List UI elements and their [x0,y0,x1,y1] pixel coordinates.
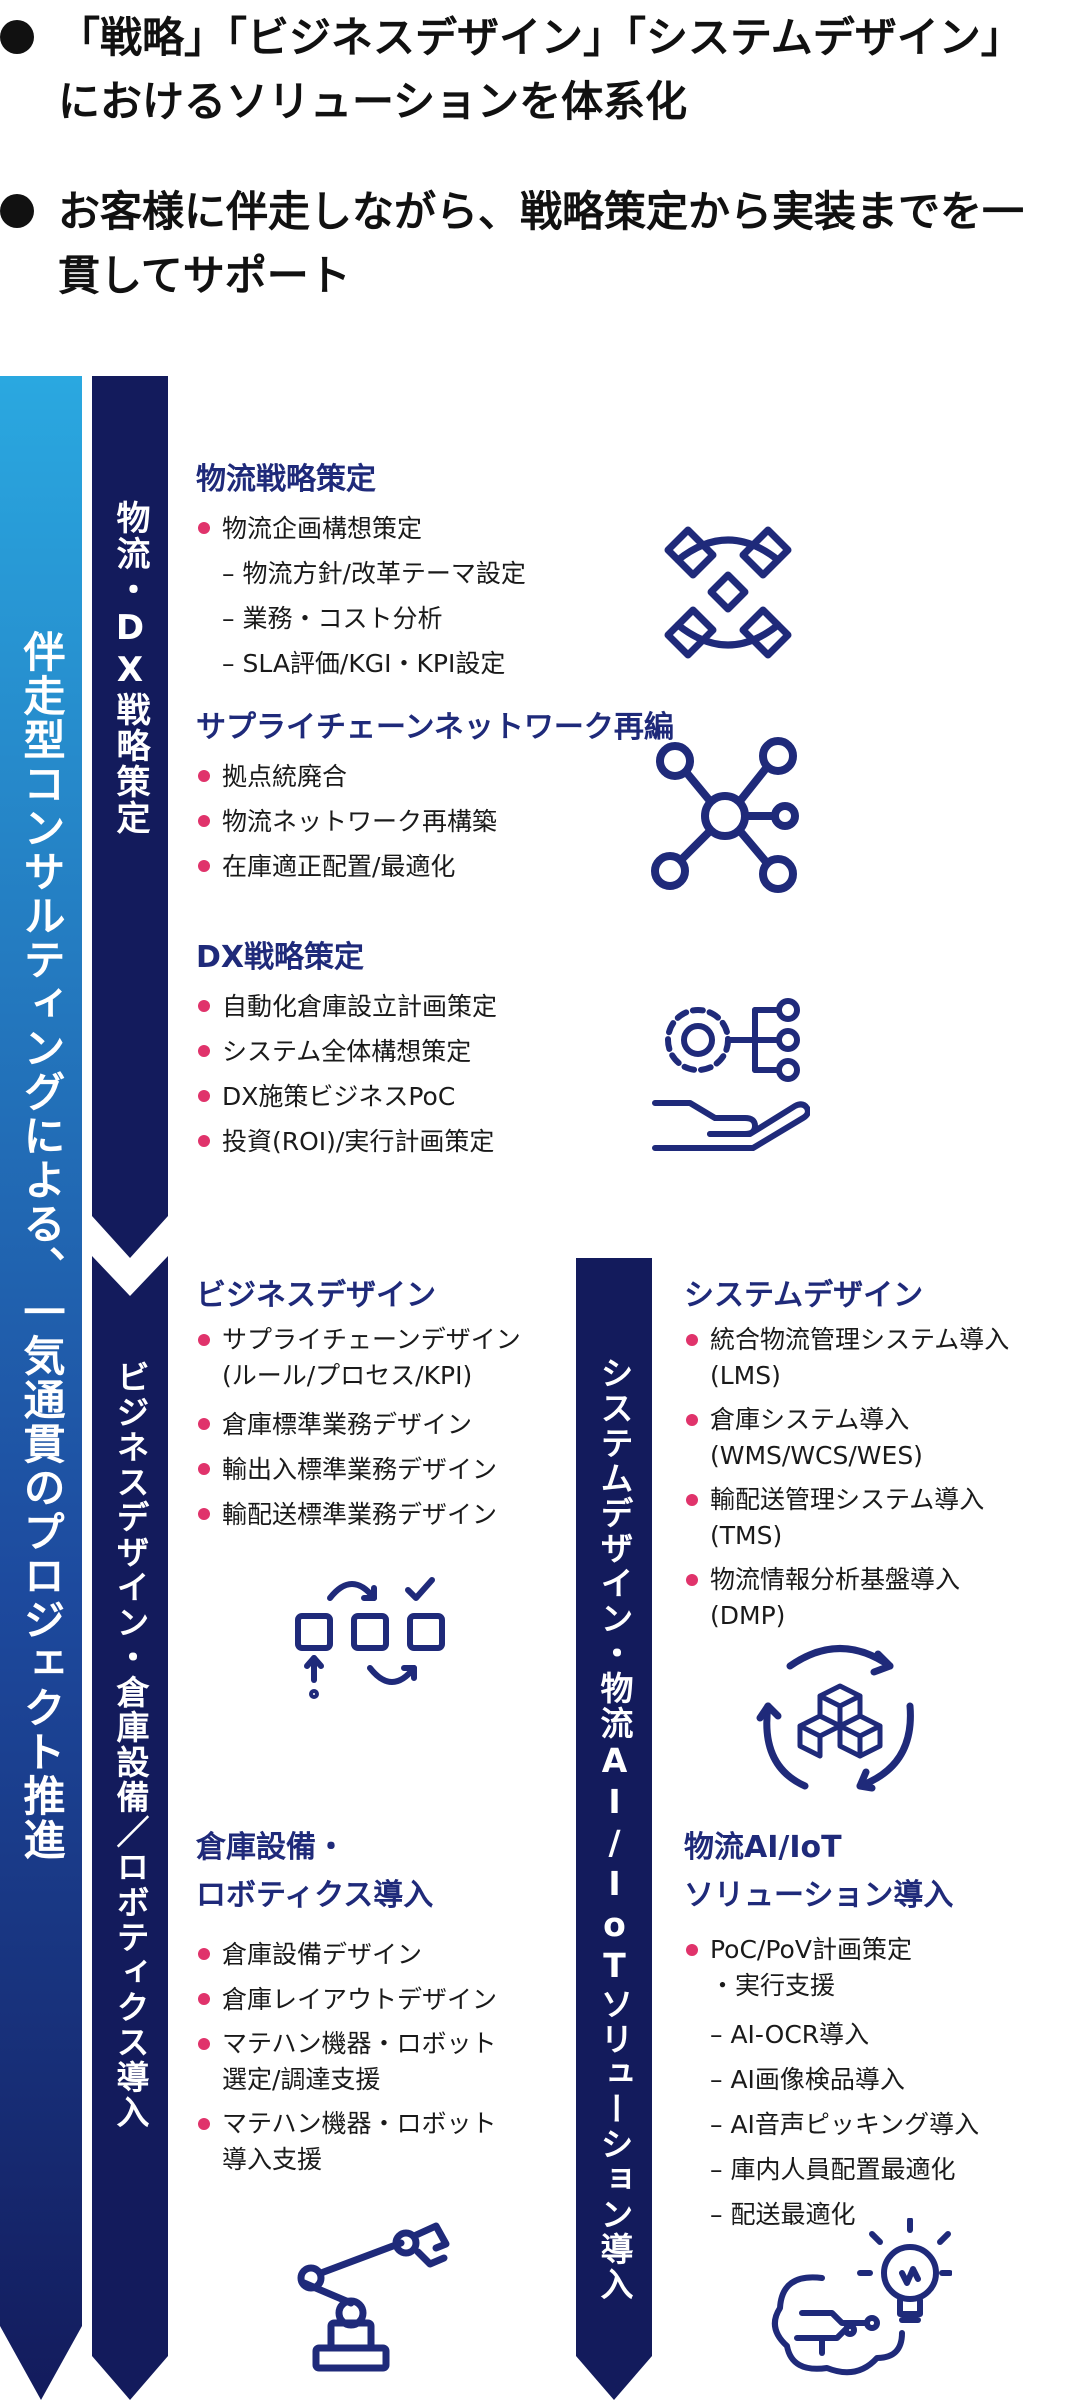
list-item: マテハン機器・ロボット 選定/調達支援 [196,2026,497,2098]
list-item-line: 倉庫システム導入 [710,1405,910,1434]
list-item-line: 選定/調達支援 [222,2065,381,2094]
intro-text-1: 「戦略」「ビジネスデザイン」「システムデザイン」におけるソリューションを体系化 [58,13,1023,126]
intro-text-2: お客様に伴走しながら、戦略策定から実装までを一貫してサポート [58,187,1025,300]
list-item: 自動化倉庫設立計画策定 [196,984,497,1029]
list-item: 輸配送標準業務デザイン [196,1492,521,1537]
list-item-line: マテハン機器・ロボット [222,2029,497,2058]
section-business-design: ビジネスデザイン サプライチェーンデザイン (ルール/プロセス/KPI) 倉庫標… [196,1274,521,1537]
section-title-line: ロボティクス導入 [196,1878,434,1913]
sub-item: – 業務・コスト分析 [222,604,443,633]
sub-item: – AI画像検品導入 [710,2065,905,2094]
section-supply-chain: サプライチェーンネットワーク再編 拠点統廃合 物流ネットワーク再構築 在庫適正配… [196,706,674,889]
list-item: 輸出入標準業務デザイン [196,1447,521,1492]
list-item-line: ・実行支援 [710,1971,836,2000]
list-item-line: (WMS/WCS/WES) [710,1441,923,1470]
section-title: ビジネスデザイン [196,1278,436,1313]
business-arrow [92,1256,168,2400]
list-item: 投資(ROI)/実行計画策定 [196,1119,497,1164]
list-item: 倉庫システム導入 (WMS/WCS/WES) [684,1402,1009,1474]
list-item: DX施策ビジネスPoC [196,1074,497,1119]
list-item-line: 統合物流管理システム導入 [710,1325,1010,1354]
bullet-dot [0,20,34,54]
list-item: 拠点統廃合 [196,754,674,799]
strategy-arrow-label: 物流・DX戦略策定 [110,500,150,836]
sub-item: – AI-OCR導入 [710,2020,870,2049]
section-title-line: ソリューション導入 [684,1878,954,1913]
section-warehouse-robotics: 倉庫設備・ ロボティクス導入 倉庫設備デザイン 倉庫レイアウトデザイン マテハン… [196,1826,497,2186]
list-item-line: サプライチェーンデザイン [222,1325,521,1354]
sub-item: – 物流方針/改革テーマ設定 [222,559,526,588]
list-item: サプライチェーンデザイン (ルール/プロセス/KPI) [196,1322,521,1394]
list-item-line: 輸配送管理システム導入 [710,1485,985,1514]
system-arrow-label: システムデザイン・物流AI/IoTソリューション導入 [595,1356,634,2302]
list-item: 統合物流管理システム導入 (LMS) [684,1322,1009,1394]
section-title-line: 倉庫設備・ [196,1830,346,1865]
intro-bullet-2: お客様に伴走しながら、戦略策定から実装までを一貫してサポート [0,180,1038,308]
intro-bullet-1: 「戦略」「ビジネスデザイン」「システムデザイン」におけるソリューションを体系化 [0,6,1038,134]
sub-item: – 庫内人員配置最適化 [710,2155,956,2184]
list-item: 輸配送管理システム導入 (TMS) [684,1482,1009,1554]
list-item-line: (TMS) [710,1521,783,1550]
business-arrow-label: ビジネスデザイン・倉庫設備／ロボティクス導入 [111,1360,150,2130]
brain-bulb-icon [771,2218,952,2376]
section-title: サプライチェーンネットワーク再編 [196,710,674,745]
section-logistics-strategy: 物流戦略策定 物流企画構想策定 – 物流方針/改革テーマ設定 – 業務・コスト分… [196,458,526,686]
list-item-line: (DMP) [710,1601,786,1630]
boxes-cycle-icon [756,1645,914,1792]
list-item: 倉庫レイアウトデザイン [196,1977,497,2022]
list-item-line: 導入支援 [222,2145,323,2174]
sub-item: – SLA評価/KGI・KPI設定 [222,649,506,678]
list-item: 倉庫標準業務デザイン [196,1402,521,1447]
section-title: システムデザイン [684,1278,924,1313]
list-item: 物流ネットワーク再構築 [196,799,674,844]
system-arrow [576,1258,652,2400]
robot-arm-icon [297,2222,450,2372]
process-flow-icon [295,1577,445,1699]
main-arrow-label: 伴走型コンサルティングによる、一気通貫のプロジェクト推進 [17,630,66,1862]
list-item-line: 物流情報分析基盤導入 [710,1565,961,1594]
section-dx-strategy: DX戦略策定 自動化倉庫設立計画策定 システム全体構想策定 DX施策ビジネスPo… [196,936,497,1164]
list-item-line: PoC/PoV計画策定 [710,1935,912,1964]
list-item: 物流情報分析基盤導入 (DMP) [684,1562,1009,1634]
section-system-design: システムデザイン 統合物流管理システム導入 (LMS) 倉庫システム導入 (WM… [684,1274,1009,1642]
section-ai-iot: 物流AI/IoT ソリューション導入 PoC/PoV計画策定 ・実行支援 – A… [684,1826,979,2237]
hands-puzzle-icon [664,526,792,659]
sub-item: – AI音声ピッキング導入 [710,2110,980,2139]
section-title-line: 物流AI/IoT [684,1830,842,1865]
section-title: DX戦略策定 [196,940,365,975]
network-hub-icon [651,737,799,893]
list-item: PoC/PoV計画策定 ・実行支援 [684,1932,979,2004]
section-title: 物流戦略策定 [196,462,376,497]
main-arrow [0,376,82,2400]
list-item: マテハン機器・ロボット 導入支援 [196,2106,497,2178]
list-item-line: (LMS) [710,1361,781,1390]
strategy-arrow [92,376,168,1258]
gear-hand-icon [652,998,810,1151]
list-item-line: マテハン機器・ロボット [222,2109,497,2138]
bullet-dot [0,194,34,228]
list-item: 倉庫設備デザイン [196,1932,497,1977]
list-item: システム全体構想策定 [196,1029,497,1074]
list-item: 物流企画構想策定 [196,506,526,551]
sub-item: – 配送最適化 [710,2200,856,2229]
list-item-line: (ルール/プロセス/KPI) [222,1361,473,1390]
list-item: 在庫適正配置/最適化 [196,844,674,889]
